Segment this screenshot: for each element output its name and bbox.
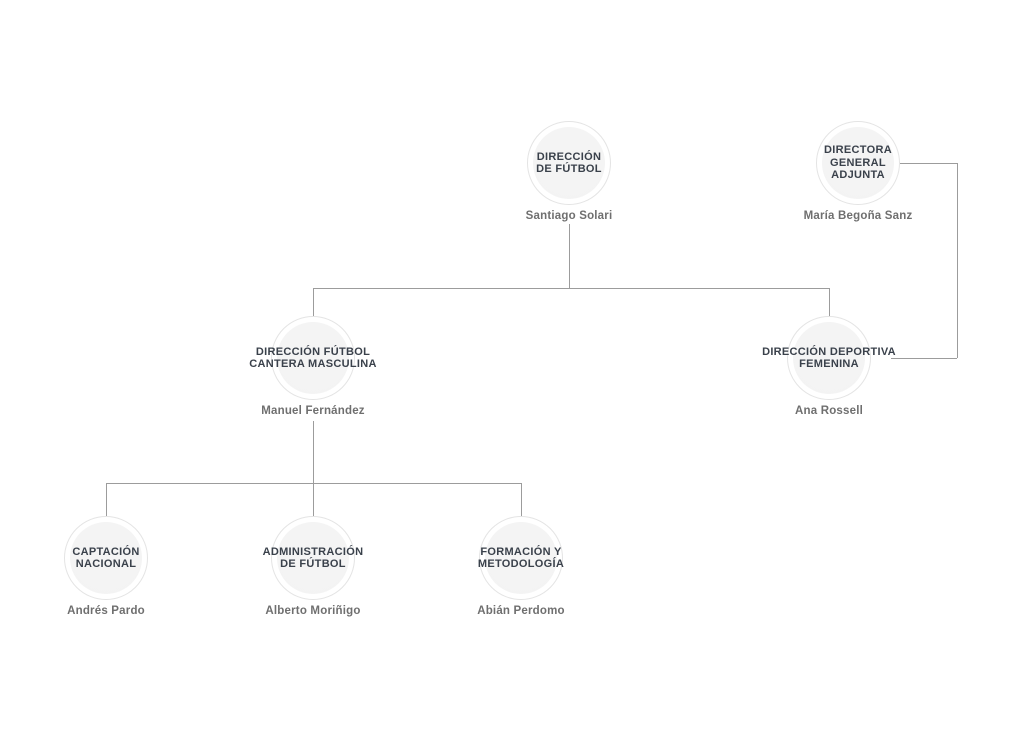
node-title-line: CAPTACIÓN — [72, 545, 140, 558]
org-node-administracion-de-futbol[interactable]: ADMINISTRACIÓN DE FÚTBOL Alberto Moriñig… — [193, 516, 433, 618]
node-title-line: DIRECCIÓN DEPORTIVA — [762, 345, 896, 358]
node-circle-fill — [485, 522, 557, 594]
node-person-name: Alberto Moriñigo — [265, 605, 361, 617]
node-circle-fill — [277, 522, 349, 594]
node-title-line: DE FÚTBOL — [280, 558, 346, 570]
connector-adjunta-vertical — [957, 163, 958, 358]
node-title: CAPTACIÓN NACIONAL — [0, 516, 226, 600]
node-circle — [64, 516, 148, 600]
node-circle — [816, 121, 900, 205]
node-title: DIRECCIÓN FÚTBOL CANTERA MASCULINA — [193, 316, 433, 400]
node-circle-fill — [277, 322, 349, 394]
node-title-line: METODOLOGÍA — [477, 558, 565, 570]
node-circle — [271, 316, 355, 400]
node-title-line: GENERAL — [830, 156, 886, 169]
org-node-direccion-deportiva-femenina[interactable]: DIRECCIÓN DEPORTIVA FEMENINA Ana Rossell — [709, 316, 949, 418]
node-person-name: Santiago Solari — [525, 210, 613, 222]
node-circle — [527, 121, 611, 205]
connector-to-cantera — [313, 288, 314, 316]
org-node-directora-general-adjunta[interactable]: DIRECTORA GENERAL ADJUNTA María Begoña S… — [738, 121, 978, 223]
node-title-line: ADMINISTRACIÓN — [262, 545, 364, 558]
node-title-line: NACIONAL — [75, 558, 137, 570]
node-title-line: DIRECCIÓN — [536, 150, 602, 163]
node-circle — [479, 516, 563, 600]
connector-to-formacion — [521, 483, 522, 516]
org-node-direccion-futbol-cantera-masculina[interactable]: DIRECCIÓN FÚTBOL CANTERA MASCULINA Manue… — [193, 316, 433, 418]
node-title: DIRECCIÓN DE FÚTBOL — [449, 121, 689, 205]
node-person-name: Manuel Fernández — [261, 405, 365, 417]
node-title-line: FORMACIÓN Y — [480, 545, 562, 558]
connector-to-femenina — [829, 288, 830, 316]
connector-adjunta-right — [900, 163, 957, 164]
node-title-line: DIRECTORA — [824, 144, 892, 157]
node-title: DIRECCIÓN DEPORTIVA FEMENINA — [709, 316, 949, 400]
node-title: ADMINISTRACIÓN DE FÚTBOL — [193, 516, 433, 600]
node-circle — [787, 316, 871, 400]
node-title-line: CANTERA MASCULINA — [249, 358, 377, 370]
connector-cantera-down — [313, 421, 314, 483]
node-circle — [271, 516, 355, 600]
node-circle-fill — [70, 522, 142, 594]
node-title: DIRECTORA GENERAL ADJUNTA — [738, 121, 978, 205]
connector-futbol-down — [569, 224, 570, 288]
connector-to-captacion — [106, 483, 107, 516]
node-person-name: Abián Perdomo — [477, 605, 565, 617]
node-title: FORMACIÓN Y METODOLOGÍA — [401, 516, 641, 600]
node-title-line: ADJUNTA — [831, 169, 885, 182]
connector-adjunta-to-femenina — [891, 358, 957, 359]
node-circle-fill — [822, 127, 894, 199]
node-title-line: FEMENINA — [799, 358, 859, 370]
connector-mid-horizontal — [313, 288, 830, 289]
node-circle-fill — [533, 127, 605, 199]
node-title-line: DE FÚTBOL — [536, 163, 602, 175]
node-circle-fill — [793, 322, 865, 394]
org-node-formacion-y-metodologia[interactable]: FORMACIÓN Y METODOLOGÍA Abián Perdomo — [401, 516, 641, 618]
node-person-name: María Begoña Sanz — [803, 210, 913, 222]
node-person-name: Ana Rossell — [794, 405, 864, 417]
org-node-direccion-de-futbol[interactable]: DIRECCIÓN DE FÚTBOL Santiago Solari — [449, 121, 689, 223]
connector-to-administracion — [313, 483, 314, 516]
node-person-name: Andrés Pardo — [67, 605, 145, 617]
org-node-captacion-nacional[interactable]: CAPTACIÓN NACIONAL Andrés Pardo — [0, 516, 226, 618]
node-title-line: DIRECCIÓN FÚTBOL — [255, 345, 371, 358]
